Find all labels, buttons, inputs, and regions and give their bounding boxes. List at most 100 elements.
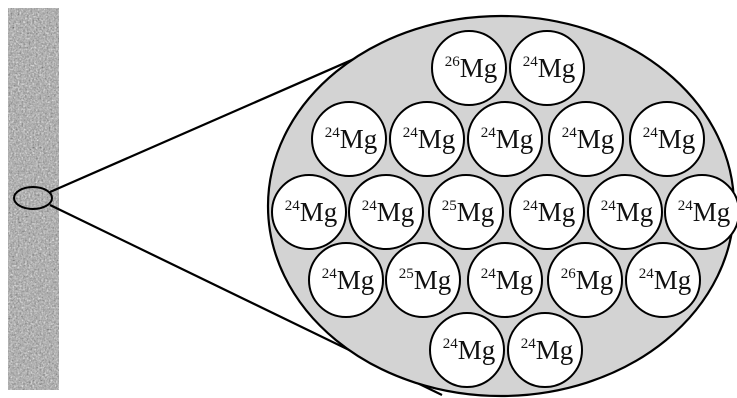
element-symbol: Mg bbox=[536, 335, 574, 365]
atom-24-mg: 24Mg bbox=[389, 101, 465, 177]
isotope-label: 26Mg bbox=[561, 265, 614, 295]
isotope-label: 24Mg bbox=[521, 335, 574, 365]
mass-number: 24 bbox=[403, 125, 419, 141]
atom-24-mg: 24Mg bbox=[271, 174, 347, 250]
mass-number: 24 bbox=[481, 266, 497, 282]
mass-number: 24 bbox=[562, 125, 578, 141]
atom-24-mg: 24Mg bbox=[467, 101, 543, 177]
atom-26-mg: 26Mg bbox=[431, 30, 507, 106]
mass-number: 24 bbox=[639, 266, 655, 282]
atom-24-mg: 24Mg bbox=[308, 242, 384, 318]
atom-circle bbox=[271, 174, 347, 250]
atom-circle bbox=[311, 101, 387, 177]
element-symbol: Mg bbox=[414, 265, 452, 295]
atom-circle bbox=[385, 242, 461, 318]
atom-circle bbox=[547, 242, 623, 318]
mass-number: 24 bbox=[523, 198, 539, 214]
isotope-label: 24Mg bbox=[639, 265, 692, 295]
isotope-label: 24Mg bbox=[322, 265, 375, 295]
isotope-label: 24Mg bbox=[362, 197, 415, 227]
atom-circle bbox=[348, 174, 424, 250]
isotope-label: 24Mg bbox=[562, 124, 615, 154]
atom-circle bbox=[509, 174, 585, 250]
mass-number: 24 bbox=[601, 198, 617, 214]
isotope-label: 24Mg bbox=[523, 197, 576, 227]
isotope-label: 24Mg bbox=[678, 197, 731, 227]
element-symbol: Mg bbox=[576, 265, 614, 295]
isotope-label: 25Mg bbox=[442, 197, 495, 227]
element-symbol: Mg bbox=[496, 265, 534, 295]
element-symbol: Mg bbox=[457, 197, 495, 227]
atom-circle bbox=[664, 174, 737, 250]
atom-25-mg: 25Mg bbox=[385, 242, 461, 318]
atom-circle bbox=[507, 312, 583, 388]
element-symbol: Mg bbox=[538, 197, 576, 227]
atom-24-mg: 24Mg bbox=[548, 101, 624, 177]
atom-circle bbox=[467, 101, 543, 177]
atom-24-mg: 24Mg bbox=[587, 174, 663, 250]
mass-number: 24 bbox=[443, 336, 459, 352]
isotope-label: 24Mg bbox=[643, 124, 696, 154]
atom-24-mg: 24Mg bbox=[311, 101, 387, 177]
atom-24-mg: 24Mg bbox=[509, 174, 585, 250]
element-symbol: Mg bbox=[654, 265, 692, 295]
mass-number: 24 bbox=[521, 336, 537, 352]
element-symbol: Mg bbox=[460, 53, 498, 83]
element-symbol: Mg bbox=[693, 197, 731, 227]
element-symbol: Mg bbox=[458, 335, 496, 365]
element-symbol: Mg bbox=[418, 124, 456, 154]
mass-number: 24 bbox=[285, 198, 301, 214]
atom-24-mg: 24Mg bbox=[625, 242, 701, 318]
isotope-label: 24Mg bbox=[443, 335, 496, 365]
atom-circle bbox=[509, 30, 585, 106]
element-symbol: Mg bbox=[337, 265, 375, 295]
selection-ring bbox=[13, 186, 53, 210]
atom-24-mg: 24Mg bbox=[509, 30, 585, 106]
isotope-label: 24Mg bbox=[403, 124, 456, 154]
atom-24-mg: 24Mg bbox=[348, 174, 424, 250]
element-symbol: Mg bbox=[616, 197, 654, 227]
atom-circle bbox=[308, 242, 384, 318]
atom-circle bbox=[548, 101, 624, 177]
isotope-label: 24Mg bbox=[523, 53, 576, 83]
mass-number: 24 bbox=[322, 266, 338, 282]
mass-number: 25 bbox=[399, 266, 414, 282]
mass-number: 24 bbox=[362, 198, 378, 214]
mass-number: 24 bbox=[481, 125, 497, 141]
isotope-label: 24Mg bbox=[481, 265, 534, 295]
mass-number: 26 bbox=[561, 266, 577, 282]
atom-24-mg: 24Mg bbox=[629, 101, 705, 177]
atom-24-mg: 24Mg bbox=[429, 312, 505, 388]
element-symbol: Mg bbox=[300, 197, 338, 227]
atom-24-mg: 24Mg bbox=[507, 312, 583, 388]
atom-25-mg: 25Mg bbox=[428, 174, 504, 250]
isotope-label: 24Mg bbox=[481, 124, 534, 154]
atom-24-mg: 24Mg bbox=[467, 242, 543, 318]
atom-circle bbox=[467, 242, 543, 318]
mass-number: 25 bbox=[442, 198, 457, 214]
atom-circle bbox=[629, 101, 705, 177]
element-symbol: Mg bbox=[496, 124, 534, 154]
mass-number: 24 bbox=[678, 198, 694, 214]
element-symbol: Mg bbox=[538, 53, 576, 83]
element-symbol: Mg bbox=[377, 197, 415, 227]
isotope-label: 24Mg bbox=[325, 124, 378, 154]
isotope-label: 24Mg bbox=[285, 197, 338, 227]
atom-26-mg: 26Mg bbox=[547, 242, 623, 318]
atom-24-mg: 24Mg bbox=[664, 174, 737, 250]
mass-number: 26 bbox=[445, 54, 461, 70]
mass-number: 24 bbox=[643, 125, 659, 141]
mass-number: 24 bbox=[325, 125, 341, 141]
atom-circle bbox=[625, 242, 701, 318]
isotope-label: 24Mg bbox=[601, 197, 654, 227]
element-symbol: Mg bbox=[658, 124, 696, 154]
element-symbol: Mg bbox=[340, 124, 378, 154]
atom-circle bbox=[431, 30, 507, 106]
atom-circle bbox=[587, 174, 663, 250]
atom-circle bbox=[389, 101, 465, 177]
isotope-label: 26Mg bbox=[445, 53, 498, 83]
element-symbol: Mg bbox=[577, 124, 615, 154]
